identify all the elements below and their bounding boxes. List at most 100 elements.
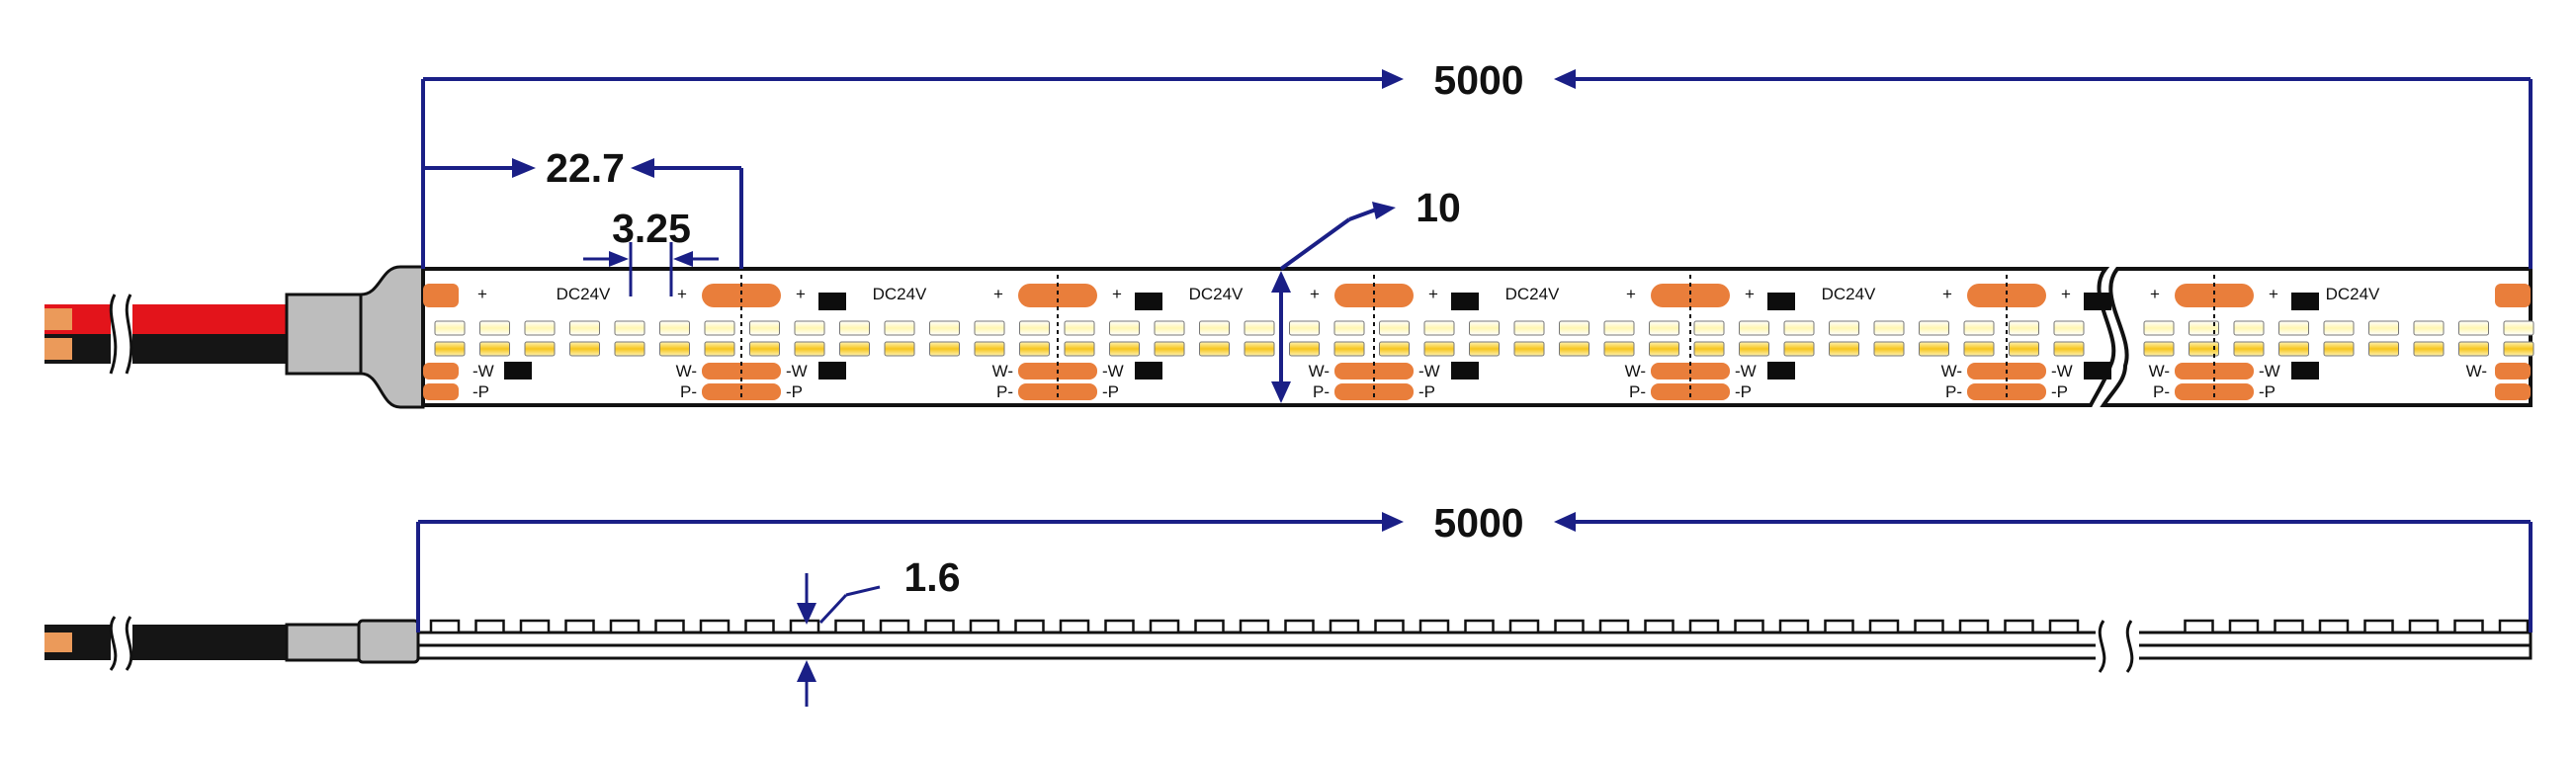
side-led-chip [519, 619, 551, 634]
white-led-chip [2278, 320, 2309, 336]
solder-pad [423, 284, 459, 307]
arrowhead-icon [512, 158, 536, 178]
white-led-chip [1919, 320, 1949, 336]
side-led-chip [1194, 619, 1225, 634]
red-wire-copper-tip [44, 308, 72, 330]
side-led-chip [924, 619, 955, 634]
white-led-chip [1109, 320, 1140, 336]
p-label: P- [2153, 382, 2170, 401]
p-label: P- [1945, 382, 1962, 401]
arrowhead-icon [797, 660, 816, 682]
yellow-led-chip [2278, 341, 2309, 357]
side-led-chip [969, 619, 1000, 634]
white-led-chip [1199, 320, 1230, 336]
plus-label: + [677, 285, 687, 303]
solder-pad [2495, 363, 2531, 380]
side-led-chip [2453, 619, 2484, 634]
side-led-chip [1104, 619, 1135, 634]
yellow-led-chip [2189, 341, 2219, 357]
white-led-chip [1829, 320, 1859, 336]
white-led-chip [1603, 320, 1635, 336]
yellow-led-chip [1019, 341, 1050, 357]
voltage-label: DC24V [1822, 285, 1876, 303]
arrowhead-icon [1271, 271, 1291, 293]
side-led-chip [1418, 619, 1450, 634]
solder-pad [1018, 383, 1097, 400]
p-label: -P [2259, 382, 2275, 401]
yellow-led-chip [749, 341, 780, 357]
white-led-chip [1154, 320, 1185, 336]
white-led-chip [704, 320, 735, 336]
arrowhead-icon [1372, 202, 1396, 219]
side-led-chip [2408, 619, 2440, 634]
white-led-chip [1559, 320, 1589, 336]
w-label: W- [1941, 362, 1962, 380]
voltage-label: DC24V [557, 285, 611, 303]
plus-label: + [2150, 285, 2160, 303]
white-led-chip [2143, 320, 2175, 336]
yellow-led-chip [2458, 341, 2489, 357]
side-led-chip [2363, 619, 2394, 634]
arrowhead-icon [1382, 512, 1404, 532]
side-led-chip [2318, 619, 2350, 634]
led-pitch-label: 3.25 [612, 206, 691, 251]
ic-chip [1767, 293, 1795, 310]
solder-pad [2495, 383, 2531, 400]
solder-pad [702, 383, 781, 400]
side-led-chip [564, 619, 595, 634]
side-break-icon [2096, 620, 2139, 673]
side-led-chip [1284, 619, 1315, 634]
side-led-chip [654, 619, 685, 634]
side-led-chip [1824, 619, 1854, 634]
white-led-chip [2009, 320, 2039, 336]
side-led-chip [474, 619, 505, 634]
side-led-chip [1149, 619, 1180, 634]
p-label: P- [996, 382, 1013, 401]
dimension-total-length-side [416, 520, 2533, 632]
black-wire [44, 334, 292, 364]
yellow-led-chip [884, 341, 915, 357]
side-led-chip [1464, 619, 1495, 634]
white-led-chip [749, 320, 780, 336]
dimension-total-length-top [421, 77, 2533, 269]
w-label: W- [2466, 362, 2487, 380]
white-led-chip [1693, 320, 1725, 336]
yellow-led-chip [1783, 341, 1815, 357]
side-strip-profile [416, 631, 2533, 660]
yellow-led-chip [1693, 341, 1725, 357]
ic-chip [2291, 362, 2319, 380]
side-led-chip [699, 619, 730, 634]
ic-chip [818, 362, 846, 380]
white-led-chip [1064, 320, 1095, 336]
side-led-chip [834, 619, 865, 634]
yellow-led-chip [1559, 341, 1589, 357]
white-led-chip [2189, 320, 2219, 336]
solder-pad [423, 363, 459, 380]
plus-label: + [796, 285, 806, 303]
side-led-chip [2048, 619, 2080, 634]
ic-chip [2291, 293, 2319, 310]
yellow-led-chip [1873, 341, 1905, 357]
arrowhead-icon [1271, 381, 1291, 403]
side-led-chip [744, 619, 775, 634]
side-led-chip [2228, 619, 2260, 634]
white-led-chip [1513, 320, 1545, 336]
red-wire [44, 304, 292, 334]
side-led-chip [1734, 619, 1764, 634]
dimension-cut-unit [423, 166, 743, 269]
p-label: -P [1735, 382, 1752, 401]
side-copper-tip [44, 632, 72, 652]
plus-label: + [2269, 285, 2278, 303]
ic-chip [2084, 293, 2111, 310]
white-led-chip [1739, 320, 1769, 336]
w-label: W- [1309, 362, 1330, 380]
solder-pad [1967, 383, 2046, 400]
ic-chip [818, 293, 846, 310]
yellow-led-chip [1199, 341, 1230, 357]
dimension-width [1279, 208, 1377, 393]
white-led-chip [2368, 320, 2399, 336]
side-led-chip [2184, 619, 2214, 634]
side-led-chip [1014, 619, 1045, 634]
white-led-chip [524, 320, 556, 336]
